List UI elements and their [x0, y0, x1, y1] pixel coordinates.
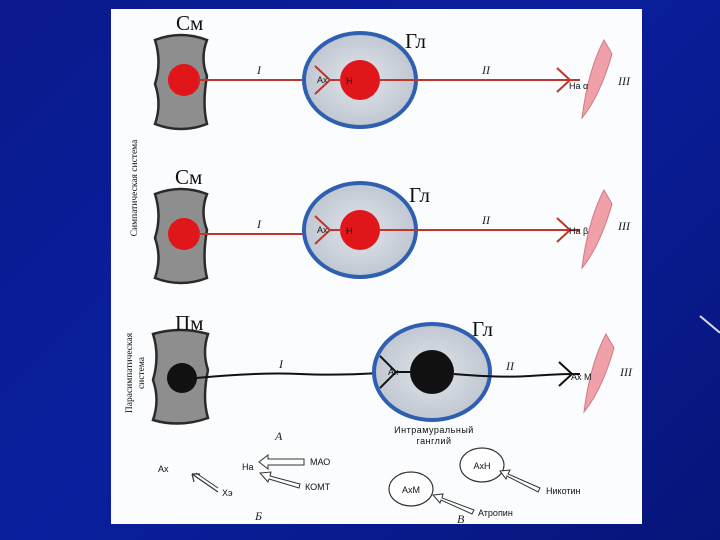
arrow-comt-to-na — [258, 471, 301, 489]
parasympathetic-system-label-line2: система — [137, 356, 147, 389]
effector-tissue — [583, 332, 615, 414]
arrow-che-to-ach-outline — [195, 472, 219, 489]
effector-terminal — [556, 217, 580, 243]
cell-label: Пм — [175, 311, 203, 335]
ganglion-receptor-label: Н — [346, 76, 353, 86]
nicotinic-receptor-label: АхН — [473, 461, 490, 471]
ganglion-label: Гл — [409, 183, 430, 207]
cell-label: См — [176, 11, 203, 35]
row-sympathetic-beta: См I Гл Ах Н II На β III — [153, 165, 631, 285]
cell-nucleus — [167, 363, 197, 393]
cell-nucleus — [168, 64, 200, 96]
nicotine-label: Никотин — [546, 486, 581, 496]
ganglion-label: Гл — [472, 317, 493, 341]
effector-terminal — [556, 67, 580, 93]
postganglionic-label: II — [481, 63, 491, 77]
intramural-ganglion-caption-line1: Интрамуральный — [394, 425, 474, 435]
cholinesterase-label: Хэ — [222, 488, 233, 498]
ganglion-neuron — [340, 60, 380, 100]
synapse-mediator-label: Ах — [317, 225, 328, 235]
arrow-mao-to-na — [258, 453, 305, 471]
effector-tissue — [581, 188, 613, 270]
cell-label: См — [175, 165, 202, 189]
parasympathetic-system-label-line1: Парасимпатическая — [125, 332, 135, 413]
effector-terminal — [558, 361, 580, 387]
synapse-terminal — [314, 65, 342, 95]
arrow-nicotine-to-achn — [499, 469, 541, 493]
preganglionic-label: I — [256, 63, 262, 77]
ganglion-neuron — [340, 210, 380, 250]
effector-label: III — [617, 219, 631, 233]
arrow-atropine-to-achm — [431, 493, 475, 515]
effector-tissue — [581, 38, 613, 120]
intramural-ganglion-caption-line2: ганглий — [417, 436, 452, 446]
effector-receptor-label: На α — [569, 81, 588, 91]
muscarinic-receptor-circle — [388, 471, 434, 507]
nicotinic-receptor-circle — [459, 447, 505, 483]
effector-receptor-label: Ах М — [571, 372, 592, 382]
muscarinic-receptor-label: АхМ — [402, 485, 420, 495]
preganglionic-fiber — [195, 371, 396, 379]
synapse-mediator-label: Ах — [388, 367, 399, 377]
sympathetic-system-label: Симпатическая система — [130, 139, 140, 236]
arrow-che-to-ach — [191, 473, 219, 493]
row-sympathetic-alpha: См I Гл Ах Н II На α III — [153, 11, 631, 131]
postganglionic-fiber — [453, 373, 573, 378]
mao-label: МАО — [310, 457, 330, 467]
comt-label: КОМТ — [305, 482, 331, 492]
panel-c-label: В — [457, 512, 465, 526]
preganglionic-label: I — [278, 357, 284, 371]
preganglionic-label: I — [256, 217, 262, 231]
cell-nucleus — [168, 218, 200, 250]
panel-a-label: А — [274, 429, 283, 443]
ganglion-neuron — [410, 350, 454, 394]
synapse-mediator-label: Ах — [317, 75, 328, 85]
panel-c-receptors: АхН АхМ Никотин Атропин В — [388, 447, 581, 526]
atropine-label: Атропин — [478, 508, 513, 518]
effector-receptor-label: На β — [569, 226, 588, 236]
synapse-terminal — [379, 355, 410, 389]
ganglion-receptor-label: Н — [420, 368, 427, 378]
ganglion-label: Гл — [405, 29, 426, 53]
ganglion-receptor-label: Н — [346, 226, 353, 236]
synapse-terminal — [314, 215, 342, 245]
effector-label: III — [619, 365, 633, 379]
postganglionic-label: II — [481, 213, 491, 227]
row-parasympathetic: Пм I Гл Ах Н Интрамуральный ганглий II А… — [151, 311, 633, 446]
postganglionic-label: II — [505, 359, 515, 373]
effector-label: III — [617, 74, 631, 88]
panel-b-metabolism: Ах Хэ На МАО КОМТ Б — [158, 453, 331, 523]
panel-b-label: Б — [254, 509, 262, 523]
noradrenaline-label: На — [242, 462, 254, 472]
acetylcholine-label: Ах — [158, 464, 169, 474]
